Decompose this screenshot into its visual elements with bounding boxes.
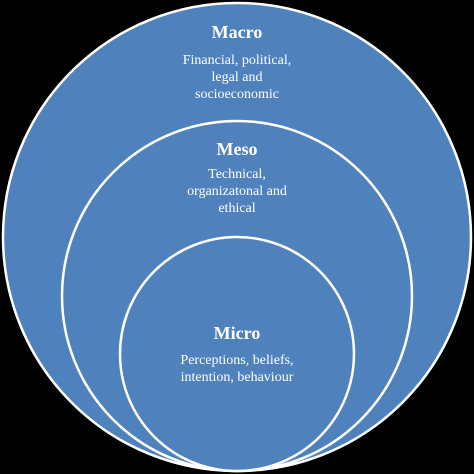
macro-desc-line: Financial, political, <box>182 53 292 68</box>
meso-desc-line: organizatonal and <box>187 184 287 199</box>
micro-desc-line: intention, behaviour <box>180 370 294 385</box>
macro-desc-line: legal and <box>211 70 263 85</box>
macro-description: Financial, political, legal and socioeco… <box>0 52 474 103</box>
micro-circle <box>118 235 356 473</box>
meso-description: Technical, organizatonal and ethical <box>0 166 474 217</box>
micro-desc-line: Perceptions, beliefs, <box>180 353 294 368</box>
micro-title: Micro <box>213 323 261 343</box>
meso-desc-line: ethical <box>218 201 256 216</box>
meso-desc-line: Technical, <box>208 167 266 182</box>
macro-desc-line: socioeconomic <box>195 87 279 102</box>
micro-description: Perceptions, beliefs, intention, behavio… <box>0 352 474 386</box>
macro-title: Macro <box>211 22 263 42</box>
meso-title: Meso <box>216 139 258 159</box>
